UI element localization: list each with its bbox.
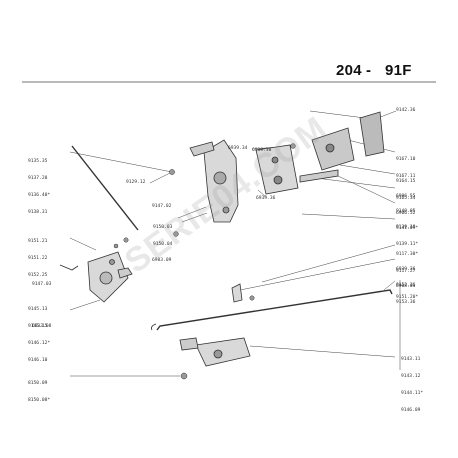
ref-group-left-mid-b: 9145.13 9145.15 9146.12* 9146.10: [28, 296, 50, 374]
ref-number: 6906.52: [396, 210, 416, 216]
ref-group-right-h: 9152.36 9153.36: [396, 272, 415, 317]
ref-9147-02: 9147.02: [152, 204, 172, 209]
ref-group-top-left: 9135.35 9137.20 9136.40* 9138.31: [28, 148, 50, 226]
ref-number: 9150.04: [153, 241, 173, 247]
ref-number: 9139.10: [396, 225, 416, 231]
ref-number: 8150.08*: [28, 397, 51, 403]
ref-group-right-b: 9164.15 9165.34: [396, 168, 415, 213]
ref-number: 9117.30*: [396, 252, 419, 258]
latch-assemblies: [87, 111, 385, 367]
ref-number: 9151.21: [28, 239, 48, 245]
ref-group-right-j: 9143.11 9143.12 9144.11* 9146.09: [401, 346, 423, 424]
ref-group-right-i: 9151.20*: [396, 284, 418, 312]
ref-9142-36: 9142.36: [396, 108, 416, 113]
model-number: 204: [336, 62, 362, 79]
ref-number: 9152.36: [396, 283, 416, 289]
ref-number: 9135.35: [28, 159, 48, 165]
rods: [59, 145, 393, 331]
ref-group-right-c: 6906.55 6906.52: [396, 183, 415, 228]
small-parts: [113, 143, 296, 380]
ref-9129-12: 9129.12: [126, 180, 146, 185]
ref-number: 9144.11*: [401, 390, 424, 396]
ref-group-right-e: 9139.10 9139.11*: [396, 214, 418, 259]
header-separator: -: [366, 62, 372, 79]
ref-number: 9143.12: [401, 373, 421, 379]
ref-group-right-f: 9117.30* 9117.27: [396, 241, 418, 286]
ref-number: 9167.10: [396, 157, 416, 163]
ref-number: 9117.27: [396, 268, 416, 274]
ref-group-center-pair: 9150.03 9150.04: [153, 214, 172, 259]
ref-number: 9145.13: [28, 307, 48, 313]
ref-6933-08: 6933.08: [32, 324, 52, 329]
ref-number: 9140.05: [396, 209, 416, 215]
ref-6939-36: 6939.36: [256, 196, 276, 201]
ref-6939-34: 6939.34: [228, 146, 248, 151]
ref-number: 9137.20: [28, 175, 48, 181]
ref-number: 9164.15: [396, 179, 416, 185]
ref-number: 9146.09: [401, 407, 421, 413]
ref-number: 9145.15: [28, 323, 48, 329]
ref-number: 6908.03: [396, 283, 416, 289]
ref-group-right-d: 9140.05 9141.09*: [396, 198, 418, 243]
ref-number: 9143.11: [401, 357, 421, 363]
ref-6983-09: 6983.09: [152, 258, 172, 263]
ref-number: 8150.09: [28, 381, 48, 387]
ref-group-right-a: 9167.10 9167.11: [396, 146, 415, 191]
page-number: 91F: [385, 62, 412, 79]
ref-number: 9146.12*: [28, 340, 51, 346]
ref-number: 9146.10: [28, 357, 48, 363]
ref-group-right-g: 6939.36 6908.03: [396, 256, 415, 301]
ref-number: 9151.22: [28, 255, 48, 261]
ref-number: 9138.31: [28, 209, 48, 215]
ref-number: 9139.11*: [396, 241, 419, 247]
ref-number: 6939.36: [396, 267, 416, 273]
ref-9147-03: 9147.03: [32, 282, 52, 287]
ref-number: 9150.03: [153, 225, 173, 231]
ref-number: 9165.34: [396, 195, 416, 201]
ref-number: 9152.25: [28, 272, 48, 278]
ref-number: 9141.09*: [396, 225, 419, 231]
ref-6939-38: 6939.38: [252, 148, 272, 153]
ref-number: 9151.20*: [396, 295, 419, 301]
ref-number: 9167.11: [396, 173, 416, 179]
ref-group-left-mid-a: 9151.21 9151.22 9152.25: [28, 228, 47, 290]
ref-number: 6906.55: [396, 194, 416, 200]
ref-number: 9136.40*: [28, 192, 51, 198]
ref-group-bottom-left: 8150.09 8150.08*: [28, 370, 50, 415]
ref-number: 9153.36: [396, 299, 416, 305]
